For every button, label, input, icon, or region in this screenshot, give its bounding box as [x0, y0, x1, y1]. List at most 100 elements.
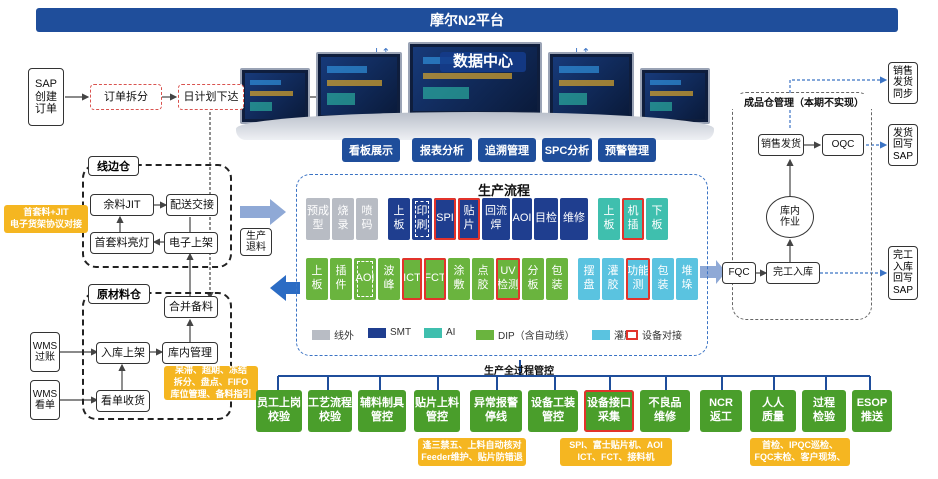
row2-step-11: 摆 盘: [578, 258, 600, 300]
monitor-screen: [640, 68, 710, 124]
row2-step-13: 功能 测: [626, 258, 650, 300]
process-control-button[interactable]: 贴片上料 管控: [414, 390, 460, 432]
finished-warehouse-label: 成品仓管理（本期不实现）: [724, 94, 884, 109]
console-desk: [236, 112, 714, 140]
device-interface-note: SPI、富士贴片机、AOI ICT、FCT、接料机: [560, 438, 672, 466]
process-control-button[interactable]: 设备接口 采集: [584, 390, 634, 432]
smt-loading-note: 逢三禁五、上料自动核对 Feeder维护、贴片防错退: [418, 438, 526, 466]
ship-writeback-sap: 发货 回写 SAP: [888, 124, 918, 166]
row1-step-5: SPI: [434, 198, 456, 240]
row2-step-9: 分 板: [522, 258, 544, 300]
first-material-note: 首套料+JIT 电子货架协议对接: [4, 205, 88, 233]
row1-step-8: AOI: [512, 198, 532, 240]
wms-view: WMS 看单: [30, 380, 60, 420]
legend-label: SMT: [390, 327, 412, 338]
tab-alert-management[interactable]: 预警管理: [598, 138, 656, 162]
row1-step-3: 上 板: [388, 198, 410, 240]
row1-step-9: 目检: [534, 198, 558, 240]
row1-step-2: 喷 码: [356, 198, 378, 240]
process-control-button[interactable]: 工艺流程 校验: [308, 390, 352, 432]
monitor-screen: [240, 68, 310, 124]
complete-inbound: 完工入库: [766, 262, 820, 284]
delivery-handover: 配送交接: [166, 194, 218, 216]
row1-step-13: 下 板: [646, 198, 668, 240]
in-warehouse-management: 库内管理: [162, 342, 218, 364]
row1-step-10: 维修: [560, 198, 588, 240]
inbound-shelving: 入库上架: [96, 342, 150, 364]
complete-writeback-sap: 完工 入库 回写 SAP: [888, 246, 918, 300]
row2-step-6: 涂 敷: [448, 258, 470, 300]
first-material-light: 首套料亮灯: [90, 232, 154, 254]
legend-item: 线外: [312, 327, 354, 342]
oqc: OQC: [822, 134, 864, 156]
raw-warehouse-region: [82, 292, 232, 420]
inventory-note: 呆滞、超期、冻结 拆分、盘点、FIFO 库位管理、备料指引: [164, 365, 258, 400]
legend-swatch: [368, 327, 386, 338]
full-process-label: 生产全过程管控: [484, 366, 554, 377]
legend-item: 灌胶: [592, 327, 634, 342]
data-center-label: 数据中心: [440, 52, 526, 72]
data-center-monitors: [240, 38, 710, 138]
row2-step-4: ICT: [402, 258, 422, 300]
legend-label: AI: [446, 327, 456, 338]
legend-swatch: [424, 327, 442, 338]
row2-step-10: 包 装: [546, 258, 568, 300]
row1-step-0: 预成 型: [306, 198, 330, 240]
legend-swatch: [476, 329, 494, 340]
row1-step-4: 印 刷: [412, 198, 432, 240]
sales-ship-sync: 销售 发货 同步: [888, 62, 918, 104]
process-control-button[interactable]: 过程 检验: [802, 390, 846, 432]
legend-label: DIP（含自动线）: [498, 331, 575, 342]
production-flow-region: [296, 174, 708, 356]
legend-label: 线外: [334, 331, 354, 342]
row2-step-8: UV 检测: [496, 258, 520, 300]
row2-step-0: 上 板: [306, 258, 328, 300]
sales-shipping: 销售发货: [758, 134, 804, 156]
tab-report-analysis[interactable]: 报表分析: [412, 138, 472, 162]
tab-dashboard[interactable]: 看板展示: [342, 138, 400, 162]
row2-step-1: 插 件: [330, 258, 352, 300]
row2-step-14: 包 装: [652, 258, 674, 300]
raw-warehouse-label: 原材料仓: [88, 284, 150, 304]
row2-step-2: AOI: [354, 258, 376, 300]
process-control-button[interactable]: 辅料制具 管控: [358, 390, 406, 432]
in-warehouse-operation: 库内 作业: [766, 196, 814, 238]
row2-step-7: 点 胶: [472, 258, 494, 300]
platform-title: 摩尔N2平台: [36, 8, 898, 32]
process-control-button[interactable]: 异常报警 停线: [470, 390, 522, 432]
legend-swatch: [626, 329, 638, 340]
legend-label: 灌胶: [614, 331, 634, 342]
legend-label: 设备对接: [642, 331, 682, 342]
electronic-shelving: 电子上架: [164, 232, 218, 254]
inspection-note: 首检、IPQC巡检、 FQC末检、客户现场、: [750, 438, 850, 466]
process-control-button[interactable]: 人人 质量: [750, 390, 796, 432]
order-receiving: 看单收货: [96, 390, 150, 412]
row1-step-12: 机 插: [622, 198, 644, 240]
process-control-button[interactable]: 不良品 维修: [640, 390, 690, 432]
tab-spc-analysis[interactable]: SPC分析: [542, 138, 592, 162]
fqc: FQC: [722, 262, 756, 284]
order-split: 订单拆分: [90, 84, 162, 110]
legend-swatch: [592, 329, 610, 340]
process-control-button[interactable]: 员工上岗 校验: [256, 390, 302, 432]
process-control-button[interactable]: ESOP 推送: [852, 390, 892, 432]
row1-step-7: 回流 焊: [482, 198, 510, 240]
production-flow-label: 生产流程: [478, 183, 531, 198]
process-control-button[interactable]: 设备工装 管控: [528, 390, 578, 432]
tab-traceability[interactable]: 追溯管理: [478, 138, 536, 162]
line-warehouse-label: 线边仓: [88, 156, 139, 176]
legend-swatch: [312, 329, 330, 340]
row1-step-6: 贴 片: [458, 198, 480, 240]
row2-step-5: FCT: [424, 258, 446, 300]
legend-item: DIP（含自动线）: [476, 327, 575, 342]
process-control-button[interactable]: NCR 返工: [700, 390, 742, 432]
finished-warehouse-region: [732, 92, 872, 320]
legend-item: AI: [424, 327, 455, 338]
production-return: 生产 退料: [240, 228, 272, 256]
row2-step-15: 堆 垛: [676, 258, 698, 300]
legend-item: 设备对接: [626, 327, 682, 342]
merged-prep: 合并备料: [164, 296, 218, 318]
row1-step-1: 烧 录: [332, 198, 354, 240]
row2-step-12: 灌 胶: [602, 258, 624, 300]
wms-posting: WMS 过账: [30, 332, 60, 372]
